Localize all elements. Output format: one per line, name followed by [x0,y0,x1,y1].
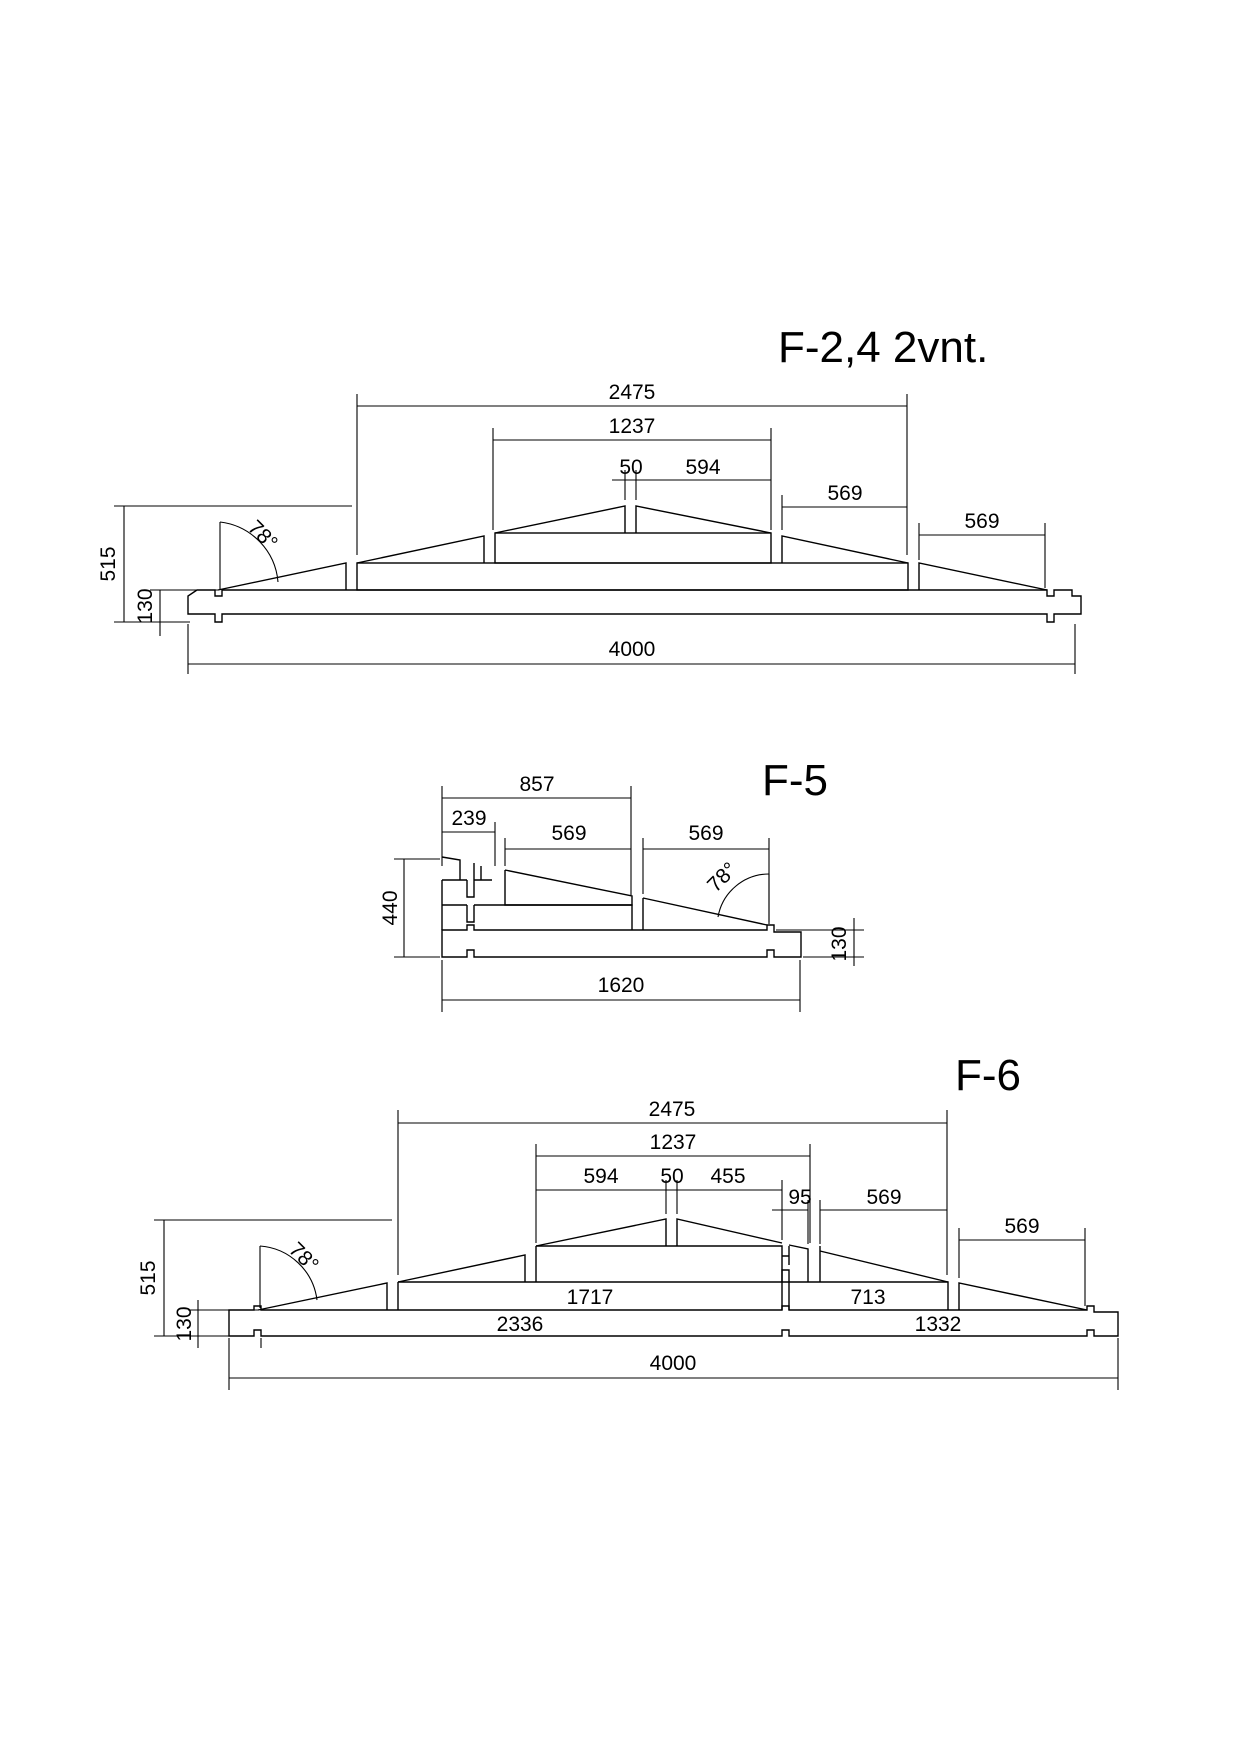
dim-130: 130 [134,588,218,636]
svg-text:594: 594 [583,1165,618,1188]
slope-left-outer [217,562,347,591]
drawing-title: F-5 [762,756,828,805]
drawing-f5: F-5 857 239 569 569 [379,756,864,1012]
dim-1237: 1237 [535,1131,811,1243]
dim-569-out: 569 [918,510,1046,588]
dim-515: 515 [97,505,352,623]
dim-4000: 4000 [187,624,1076,674]
svg-text:50: 50 [619,456,642,479]
svg-text:713: 713 [850,1286,885,1309]
svg-text:130: 130 [828,926,851,961]
dim-569-a: 569 [504,822,631,866]
slope-right-mid [819,1250,949,1283]
drawing-title: F-2,4 2vnt. [778,323,988,372]
layer-2-plank [441,904,633,930]
svg-text:1237: 1237 [609,415,656,438]
dim-515: 515 [137,1219,392,1337]
svg-text:78°: 78° [284,1238,323,1277]
svg-text:1620: 1620 [598,974,645,997]
svg-text:569: 569 [1004,1215,1039,1238]
dim-569-b: 569 [642,822,770,922]
slope-right-top [635,505,772,534]
dim-1620: 1620 [441,960,801,1012]
slope-right-outer [958,1282,1088,1311]
svg-text:130: 130 [173,1306,196,1341]
slope-left-top [494,505,626,534]
svg-text:569: 569 [866,1186,901,1209]
base-plank [441,924,802,958]
dim-857: 857 [441,773,632,895]
svg-text:1717: 1717 [567,1286,614,1309]
base-plank [228,1305,1119,1337]
slope-right-top [676,1218,809,1282]
slope-left-top [535,1218,667,1247]
dim-569-mid: 569 [819,1186,947,1244]
svg-text:2475: 2475 [609,381,656,404]
dim-95: 95 [772,1186,812,1244]
svg-text:440: 440 [379,890,402,925]
svg-text:569: 569 [827,482,862,505]
dim-130: 130 [173,1300,258,1348]
svg-text:1237: 1237 [650,1131,697,1154]
layer-2-plank [356,562,909,591]
svg-text:569: 569 [551,822,586,845]
slope-right-outer [918,562,1048,591]
dim-440: 440 [379,858,440,958]
svg-text:2475: 2475 [649,1098,696,1121]
svg-text:78°: 78° [703,858,742,897]
svg-text:515: 515 [137,1260,160,1295]
dim-569-mid: 569 [781,482,907,530]
svg-text:4000: 4000 [650,1352,697,1375]
svg-text:1332: 1332 [915,1313,962,1336]
svg-text:515: 515 [97,546,120,581]
slope-mid [504,869,633,906]
layer-3-plank [535,1245,821,1282]
dim-569-out: 569 [958,1215,1086,1306]
slope-left [441,856,482,880]
drawing-f6: F-6 2475 1237 594 50 455 [137,1051,1119,1390]
angle-78: 78° [259,1238,323,1308]
svg-text:857: 857 [519,773,554,796]
svg-text:78°: 78° [243,516,282,555]
slope-right [642,897,768,930]
base-plank [187,589,1082,623]
slope-left-mid [397,1254,526,1283]
slope-left-mid [356,535,485,564]
slope-left-outer [257,1282,388,1311]
dim-50: 50 594 [612,456,771,500]
svg-text:4000: 4000 [609,638,656,661]
svg-text:455: 455 [710,1165,745,1188]
dim-239: 239 [442,807,496,866]
svg-text:569: 569 [964,510,999,533]
svg-text:50: 50 [660,1165,683,1188]
layer-3-plank [494,532,772,564]
svg-text:594: 594 [685,456,720,479]
drawing-f24: F-2,4 2vnt. 2475 1237 [97,323,1082,674]
dim-2475: 2475 [356,381,908,555]
svg-text:239: 239 [451,807,486,830]
dim-130: 130 [776,918,864,966]
svg-text:2336: 2336 [497,1313,544,1336]
svg-text:130: 130 [134,588,157,623]
svg-text:95: 95 [788,1186,811,1209]
slope-right-mid [781,535,909,564]
layer-3-plank [441,879,492,905]
angle-78: 78° [703,858,770,924]
svg-text:569: 569 [688,822,723,845]
dim-4000: 4000 [228,1338,1119,1390]
dim-1237: 1237 [492,415,772,530]
dim-594-50-455: 594 50 455 [536,1165,783,1240]
drawing-title: F-6 [955,1051,1021,1100]
dim-2475: 2475 [397,1098,948,1275]
segment-labels: 1717 713 2336 1332 [260,1286,962,1348]
